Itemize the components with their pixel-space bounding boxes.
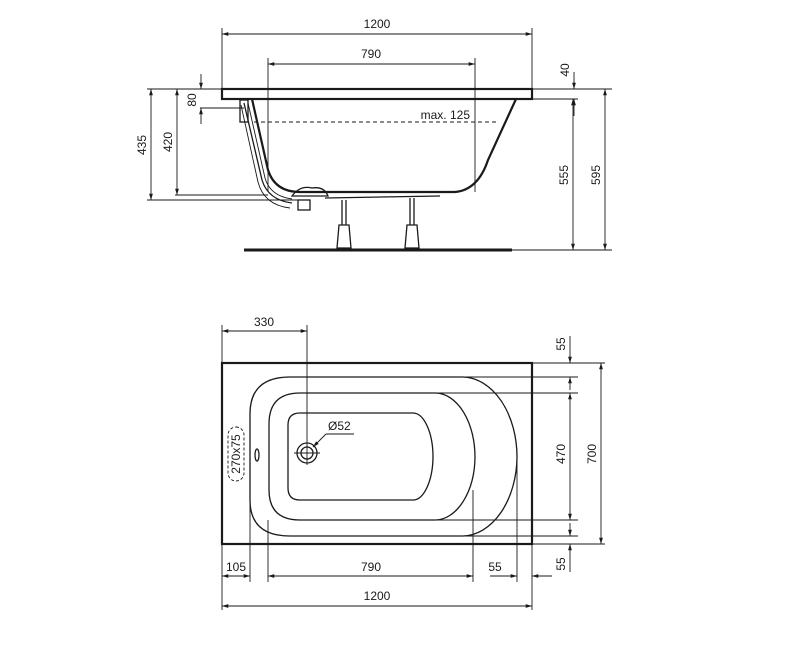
tub-body — [250, 98, 517, 194]
dim-height-total: 595 — [589, 165, 603, 185]
dim-depth-outer: 435 — [135, 135, 149, 155]
feet — [336, 198, 420, 249]
rim — [220, 87, 534, 101]
dim-right-margin: 55 — [488, 560, 502, 574]
dim-side-length: 1200 — [364, 17, 391, 31]
dim-drain-offset: 330 — [254, 315, 274, 329]
dim-inner-width: 470 — [554, 444, 568, 464]
overflow-valve — [239, 99, 249, 123]
basin-outer — [249, 376, 518, 537]
dim-left-margin: 105 — [226, 560, 246, 574]
dim-side-bottom: 790 — [361, 47, 381, 61]
basin-floor — [287, 412, 434, 501]
dim-top-length: 1200 — [364, 589, 391, 603]
dim-rim: 40 — [558, 63, 572, 77]
dim-height-body: 555 — [557, 165, 571, 185]
side-view: 1200 790 40 80 max. 125 435 420 555 595 — [135, 17, 612, 252]
label-water-level: max. 125 — [421, 108, 471, 122]
dim-depth-inner: 420 — [161, 132, 175, 152]
drain-fitting — [290, 186, 329, 197]
dim-top-margin: 55 — [554, 337, 568, 351]
dim-overall-width: 700 — [585, 444, 599, 464]
dim-inner-length: 790 — [361, 560, 381, 574]
dim-overflow: 80 — [185, 93, 199, 107]
label-cutout: 270x75 — [229, 434, 243, 474]
overflow-cutout — [227, 426, 245, 482]
label-drain-diameter: Ø52 — [328, 419, 351, 433]
dim-bottom-margin: 55 — [554, 557, 568, 571]
overflow-pipe — [243, 102, 293, 204]
overflow-hole — [254, 448, 260, 462]
top-view: 270x75 Ø52 330 55 470 700 55 — [220, 315, 605, 610]
basin-inner — [268, 392, 476, 521]
